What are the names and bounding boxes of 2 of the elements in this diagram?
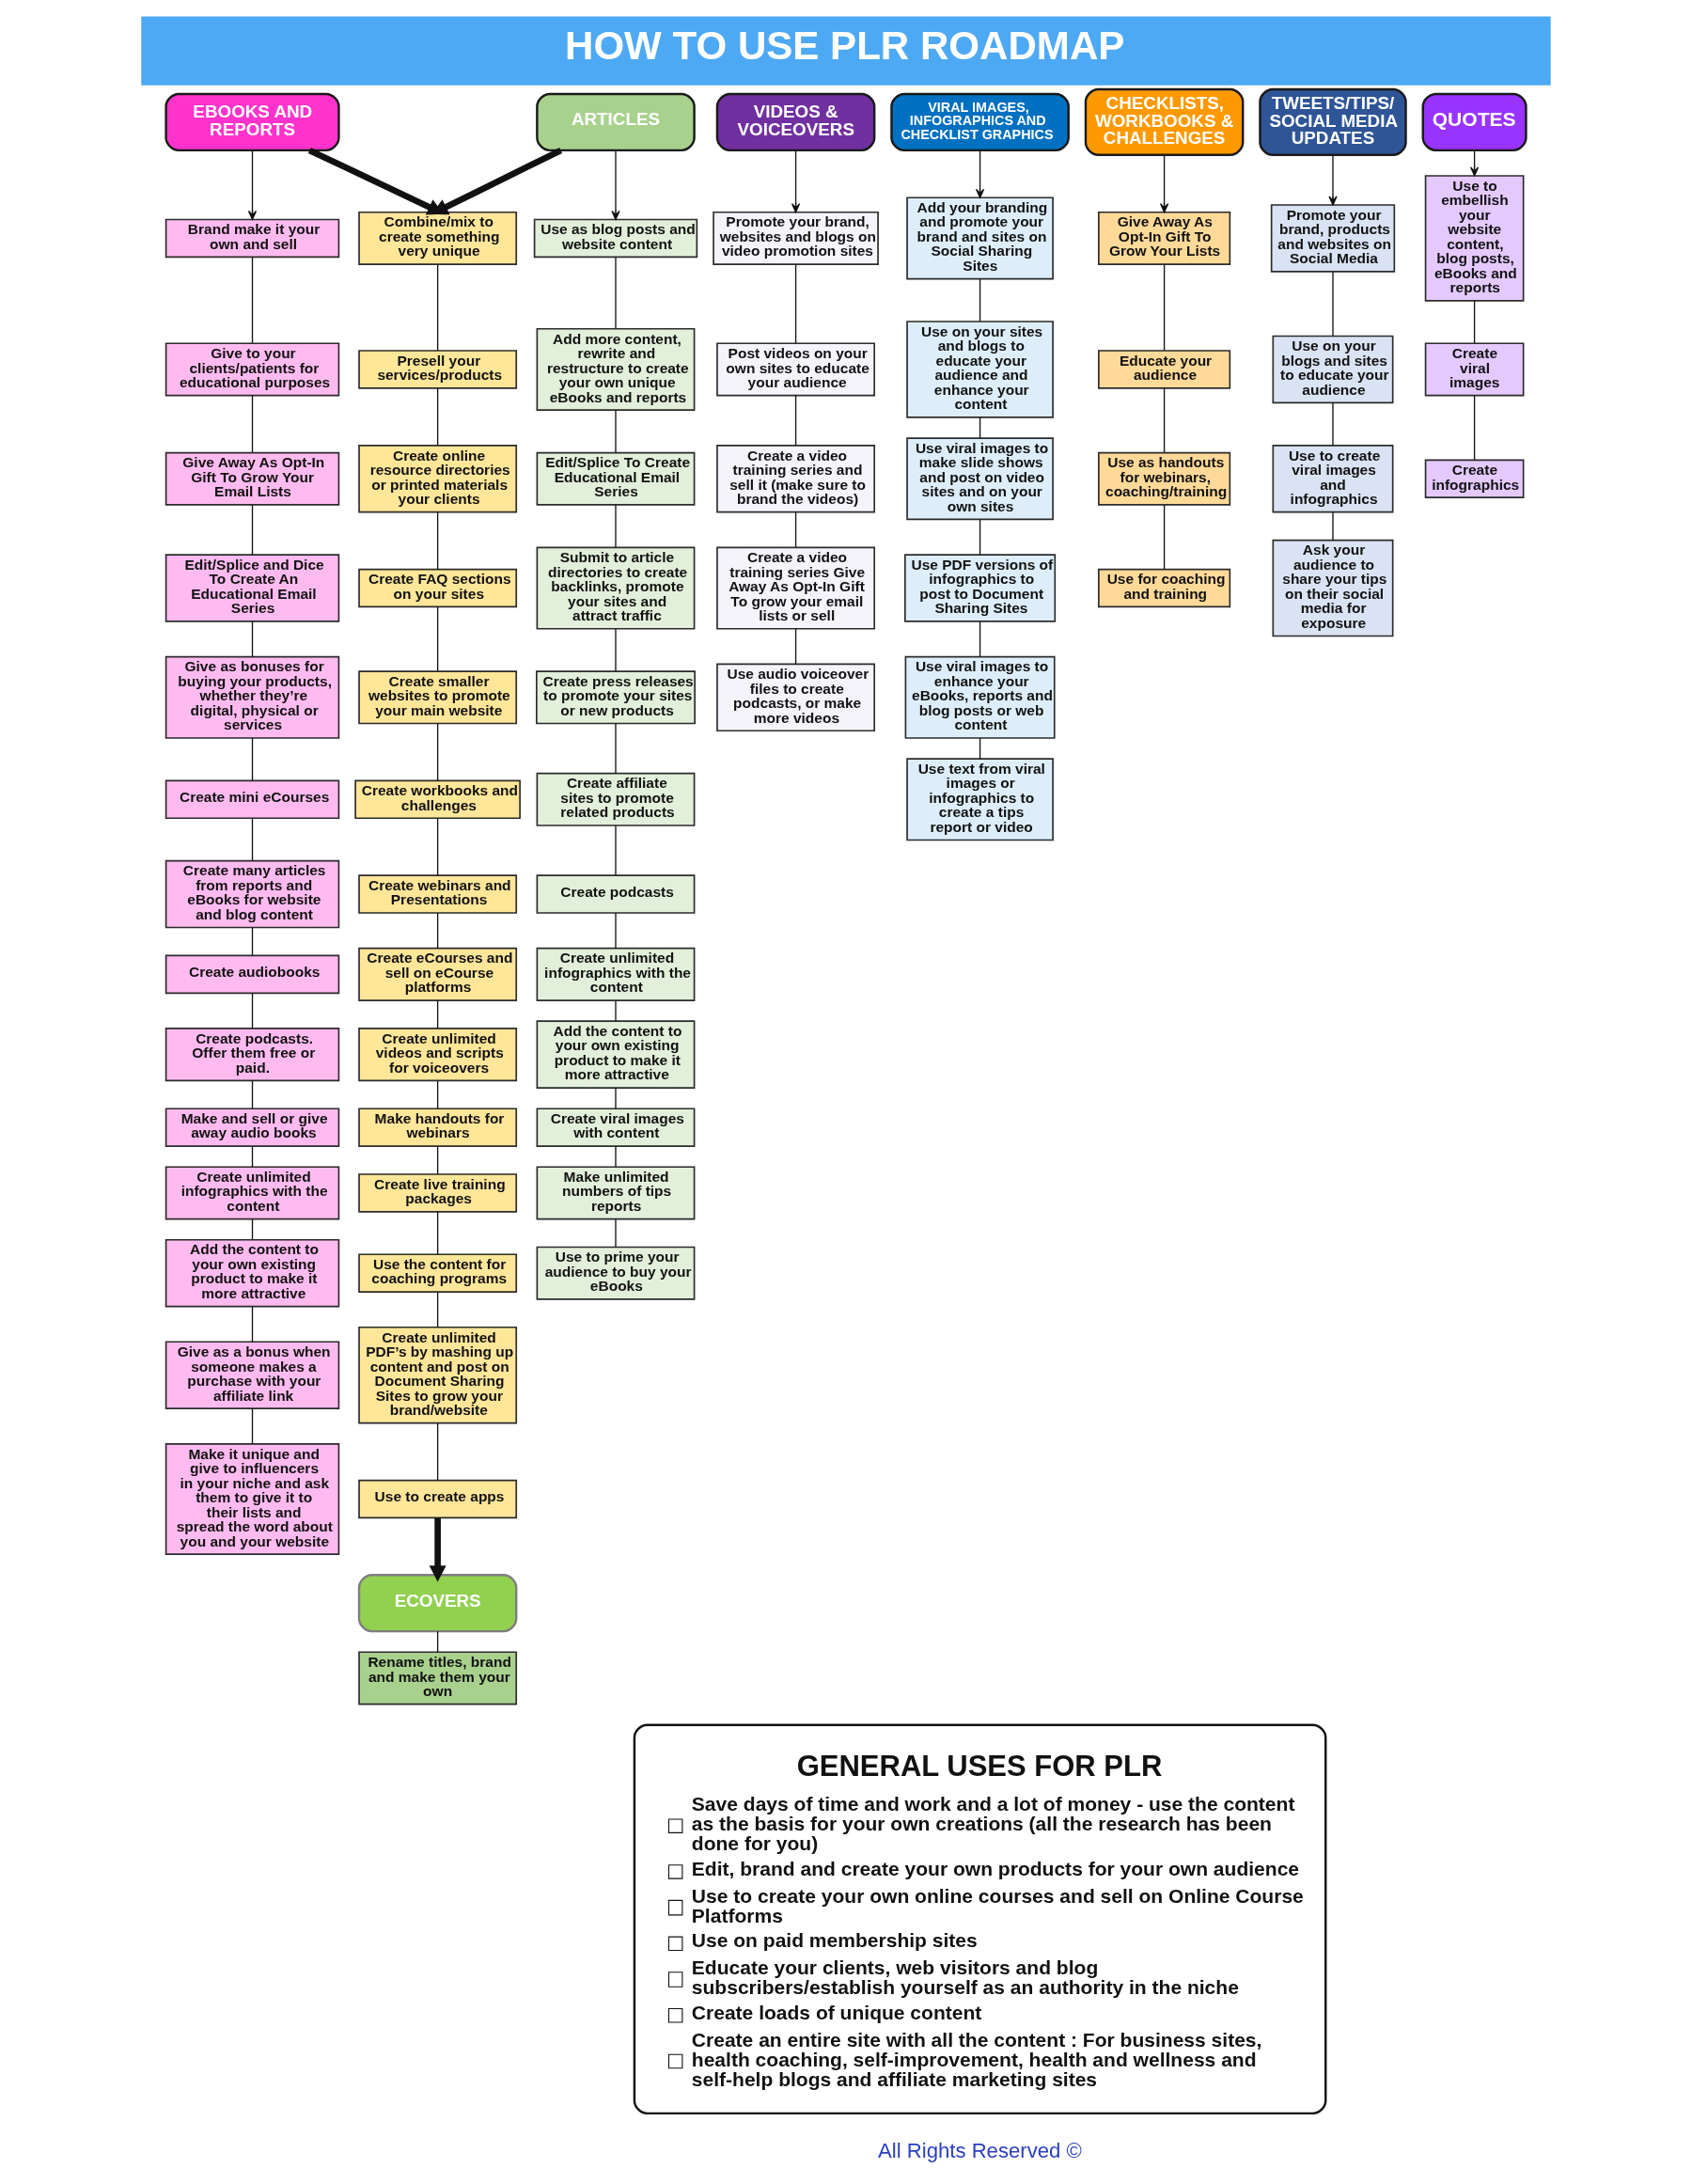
label: All Rights Reserved © [878, 2139, 1082, 2163]
diagram-title: HOW TO USE PLR ROADMAP [565, 24, 1125, 69]
